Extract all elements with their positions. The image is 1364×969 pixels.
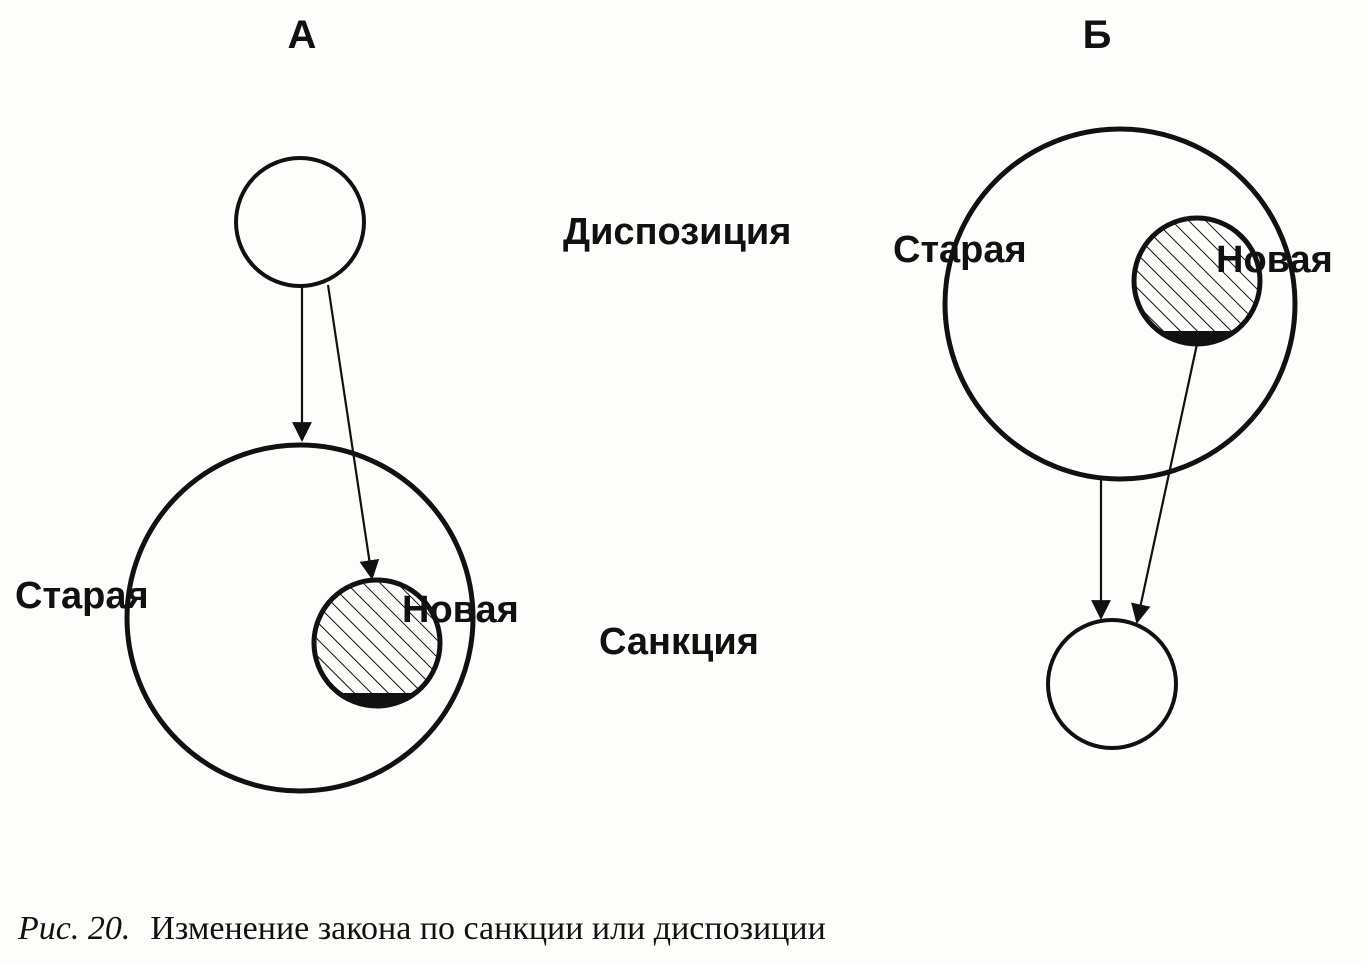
- sanction-label: Санкция: [599, 621, 759, 663]
- panel-b-sanction-circle: [1046, 618, 1178, 750]
- panel-b-new-label: Новая: [1216, 239, 1333, 281]
- panel-b-new-disposition-circle: [1131, 215, 1263, 347]
- panel-a-old-label: Старая: [15, 575, 149, 617]
- panel-b-arrow-from-new: [1131, 343, 1199, 624]
- panel-b-old-disposition-circle: [942, 126, 1298, 482]
- disposition-label: Диспозиция: [563, 211, 791, 253]
- caption-number: Рис. 20.: [17, 910, 130, 947]
- caption-text: Изменение закона по санкции или диспозиц…: [150, 910, 825, 947]
- panel-a-title: А: [288, 13, 317, 57]
- panel-b-old-label: Старая: [893, 229, 1027, 271]
- panel-a-new-label: Новая: [402, 589, 519, 631]
- figure-caption: Рис. 20. Изменение закона по санкции или…: [17, 910, 826, 947]
- panel-a-disposition-circle: [234, 156, 366, 288]
- panel-a-old-sanction-circle: [124, 442, 476, 794]
- panel-b-title: Б: [1083, 13, 1112, 57]
- panel-a-arrow-to-new: [326, 284, 380, 580]
